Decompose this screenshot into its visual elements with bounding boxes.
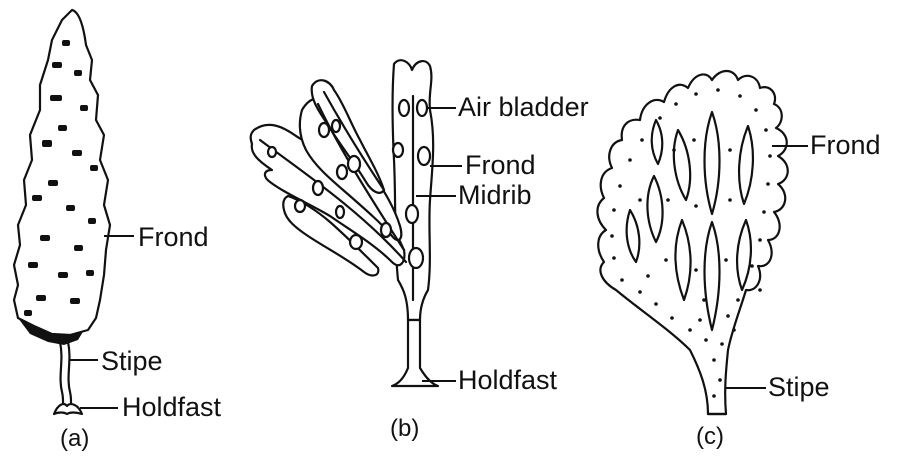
figure-b-midrib-label: Midrib	[458, 180, 532, 210]
figure-a: Frond Stipe Holdfast (a)	[14, 10, 222, 452]
figure-b-frond-label: Frond	[465, 150, 536, 180]
figure-c-stipe-label: Stipe	[768, 372, 830, 402]
figure-a-holdfast-label: Holdfast	[122, 392, 222, 422]
figure-b-holdfast-label: Holdfast	[458, 365, 558, 395]
figure-a-frond	[14, 10, 110, 335]
figure-a-holdfast	[54, 404, 82, 414]
figure-c-thallus	[597, 71, 787, 414]
figure-b: Air bladder Frond Midrib Holdfast (b)	[251, 60, 589, 442]
figure-b-air-bladder-label: Air bladder	[458, 92, 589, 122]
figure-c: Frond Stipe (c)	[597, 71, 880, 450]
figure-a-stipe	[60, 342, 72, 408]
figure-b-holdfast	[392, 320, 438, 386]
figure-c-frond-label: Frond	[810, 130, 881, 160]
figure-a-caption: (a)	[60, 425, 89, 452]
figure-a-stipe-label: Stipe	[101, 346, 163, 376]
figure-c-caption: (c)	[696, 423, 724, 450]
figure-a-frond-label: Frond	[138, 222, 209, 252]
figure-b-caption: (b)	[390, 415, 419, 442]
